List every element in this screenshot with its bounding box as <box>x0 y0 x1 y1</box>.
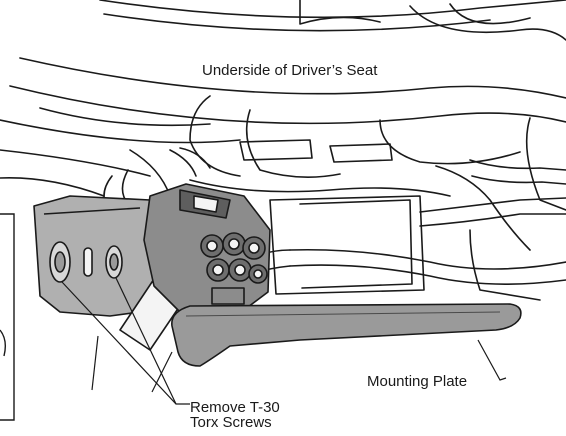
wire-connector <box>143 183 271 317</box>
connector-pins <box>200 232 268 284</box>
torx-screws-label: Remove T-30 Torx Screws <box>190 400 280 430</box>
seat-frame <box>0 0 566 301</box>
leader-lines <box>61 277 507 405</box>
mounting-plate <box>171 303 522 367</box>
torx-screws-label-line2: Torx Screws <box>190 414 272 431</box>
mounting-plate-label: Mounting Plate <box>367 373 468 390</box>
side-panel-outline <box>0 213 15 421</box>
torx-screws-label-line1: Remove T-30 <box>190 399 280 416</box>
torx-screws <box>49 241 123 283</box>
seat-underside-label: Underside of Driver’s Seat <box>202 62 378 79</box>
